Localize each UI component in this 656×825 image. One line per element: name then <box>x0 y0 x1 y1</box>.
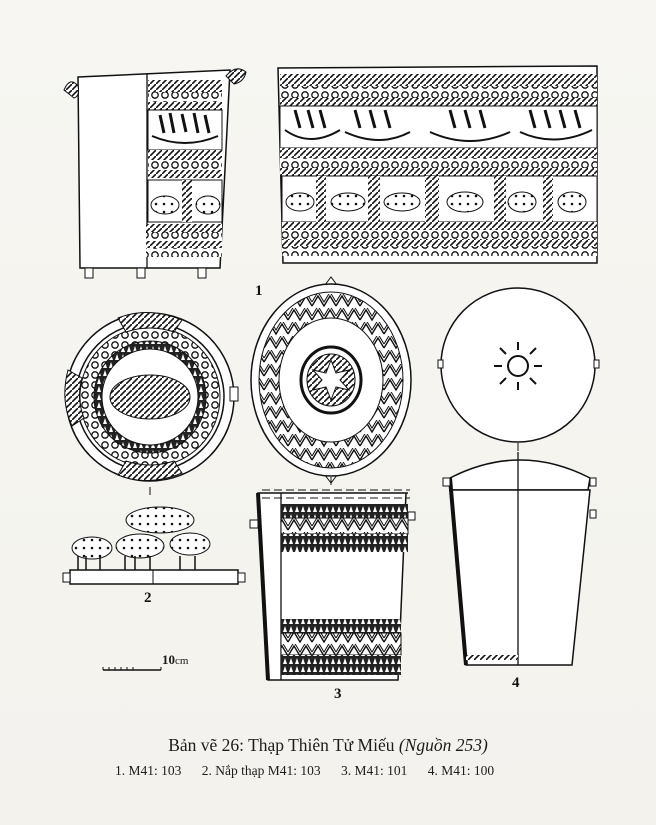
item-list: 1. M41: 103 2. Nắp thạp M41: 103 3. M41:… <box>115 763 511 779</box>
jar-1-profile <box>63 68 247 279</box>
figure-label-1: 1 <box>255 283 263 299</box>
figure-label-2: 2 <box>144 590 152 606</box>
scale-value: 10 <box>162 652 175 667</box>
caption-source: (Nguồn 253) <box>398 735 488 755</box>
jar-1-unrolled-decoration <box>277 65 598 264</box>
figure-label-3: 3 <box>334 686 342 702</box>
lid-2-profile-cattle <box>62 487 246 585</box>
lid-2-top-view <box>64 311 239 482</box>
scale-unit: cm <box>175 655 189 667</box>
lid-3-top-view <box>250 276 412 484</box>
caption-title: Bản vẽ 26: Thạp Thiên Tử Miếu <box>168 735 395 755</box>
item-4: 4. M41: 100 <box>427 763 495 778</box>
scale-bar <box>102 667 162 671</box>
item-2: 2. Nắp thạp M41: 103 <box>201 763 321 778</box>
jar-4-profile <box>442 443 597 666</box>
figure-label-4: 4 <box>512 675 520 691</box>
figure-caption: Bản vẽ 26: Thạp Thiên Tử Miếu (Nguồn 253… <box>0 735 656 756</box>
jar-3-profile <box>249 477 416 681</box>
lid-4-top-view <box>437 287 600 443</box>
item-1: 1. M41: 103 <box>115 763 182 778</box>
item-3: 3. M41: 101 <box>341 763 408 778</box>
scale-label: 10cm <box>162 652 188 668</box>
